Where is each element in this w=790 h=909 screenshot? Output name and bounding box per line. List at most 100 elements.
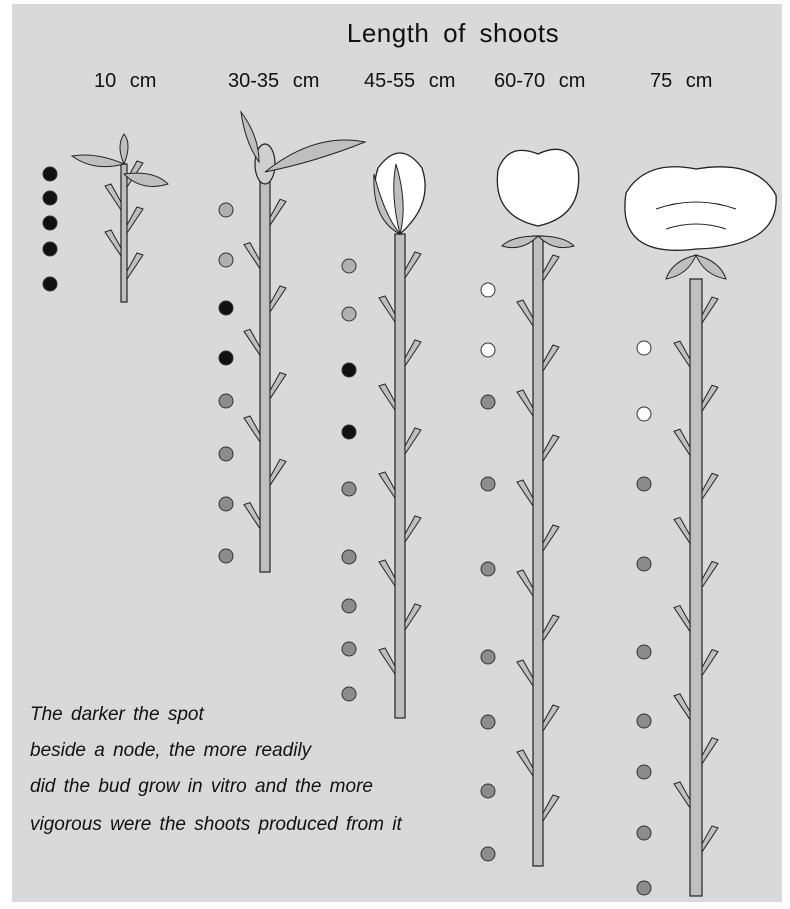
shoot_30_35-stem-group: [241, 112, 365, 572]
node-spot-mid: [219, 549, 233, 563]
node-spot-mid: [342, 599, 356, 613]
node-spot-mid: [637, 645, 651, 659]
stem: [121, 164, 127, 302]
shoot_45_55-stem-group: [374, 153, 425, 718]
leaf-stub: [702, 650, 718, 676]
caption-line-1: The darker the spot: [30, 704, 204, 726]
figure: Length of shoots 10 cm 30-35 cm 45-55 cm…: [12, 4, 782, 902]
sepals: [666, 255, 726, 279]
leaf-stub: [517, 300, 533, 326]
node-spot-light: [342, 259, 356, 273]
node-spot-white: [637, 341, 651, 355]
leaf-stub: [517, 390, 533, 416]
leaf-stub: [702, 473, 718, 499]
node-spot-mid: [481, 395, 495, 409]
leaf-stub: [543, 435, 559, 461]
leaf-stub: [543, 255, 559, 281]
shoot_75-stem-group: [625, 167, 776, 896]
node-spot-white: [481, 283, 495, 297]
caption-line-3: did the bud grow in vitro and the more: [30, 776, 373, 798]
leaf-stub: [517, 480, 533, 506]
leaf-stub: [517, 570, 533, 596]
node-spot-white: [481, 343, 495, 357]
leaf-stub: [543, 345, 559, 371]
shoots-illustration: [12, 4, 782, 902]
leaf-stub: [270, 459, 286, 485]
leaf-stub: [674, 694, 690, 720]
node-spot-dark: [342, 363, 356, 377]
node-spot-mid: [481, 477, 495, 491]
node-spot-dark: [219, 351, 233, 365]
node-spot-mid: [342, 642, 356, 656]
leaf-stub: [674, 782, 690, 808]
rose-flower: [625, 167, 776, 251]
node-spot-mid: [637, 477, 651, 491]
node-spot-light: [219, 203, 233, 217]
node-spot-mid: [219, 394, 233, 408]
leaf-stub: [702, 385, 718, 411]
leaf-stub: [379, 472, 395, 498]
node-spot-light: [342, 307, 356, 321]
leaf-stub: [517, 660, 533, 686]
leaf-stub: [702, 738, 718, 764]
node-spot-dark: [43, 167, 57, 181]
node-spot-mid: [481, 847, 495, 861]
leaf-stub: [379, 560, 395, 586]
node-spot-mid: [637, 557, 651, 571]
leaf-stub: [702, 562, 718, 588]
node-spot-dark: [219, 301, 233, 315]
leaf-stub: [543, 795, 559, 821]
caption-line-2: beside a node, the more readily: [30, 740, 311, 762]
leaf-stub: [405, 252, 421, 278]
stem: [690, 279, 702, 896]
shoot_60_70-stem-group: [497, 149, 578, 866]
leaf-stub: [270, 373, 286, 399]
stem: [395, 234, 405, 718]
node-spot-mid: [637, 826, 651, 840]
leaf-stub: [405, 428, 421, 454]
leaf-stub: [270, 286, 286, 312]
leaf-stub: [379, 648, 395, 674]
caption-line-4: vigorous were the shoots produced from i…: [30, 814, 402, 836]
leaf-stub: [244, 416, 260, 442]
node-spot-light: [219, 253, 233, 267]
stem: [533, 236, 543, 866]
leaf-stub: [244, 503, 260, 529]
sepal: [241, 112, 259, 162]
node-spot-mid: [481, 715, 495, 729]
leaf-stub: [270, 199, 286, 225]
leaf-stub: [702, 297, 718, 323]
node-spot-mid: [342, 687, 356, 701]
node-spot-mid: [219, 497, 233, 511]
node-spot-mid: [342, 482, 356, 496]
node-spot-mid: [637, 881, 651, 895]
leaf-stub: [244, 243, 260, 269]
leaf-stub: [674, 429, 690, 455]
leaf-stub: [674, 517, 690, 543]
leaf-stub: [405, 516, 421, 542]
leaf-stub: [543, 615, 559, 641]
leaf-stub: [244, 329, 260, 355]
shoot_10-stem-group: [72, 134, 168, 302]
leaf-stub: [379, 296, 395, 322]
rose-flower: [497, 149, 578, 226]
leaf-stub: [674, 606, 690, 632]
leaf-stub: [105, 184, 121, 210]
young-leaf: [72, 155, 124, 167]
leaf-stub: [543, 705, 559, 731]
node-spot-mid: [481, 650, 495, 664]
leaf-stub: [702, 826, 718, 852]
node-spot-mid: [342, 550, 356, 564]
young-leaf: [124, 173, 168, 186]
node-spot-mid: [637, 765, 651, 779]
leaf-stub: [543, 525, 559, 551]
leaf-stub: [379, 384, 395, 410]
node-spot-dark: [43, 216, 57, 230]
node-spot-white: [637, 407, 651, 421]
node-spot-mid: [481, 784, 495, 798]
leaf-stub: [405, 340, 421, 366]
node-spot-mid: [637, 714, 651, 728]
node-spot-dark: [43, 277, 57, 291]
node-spot-mid: [481, 562, 495, 576]
leaf-stub: [127, 207, 143, 233]
